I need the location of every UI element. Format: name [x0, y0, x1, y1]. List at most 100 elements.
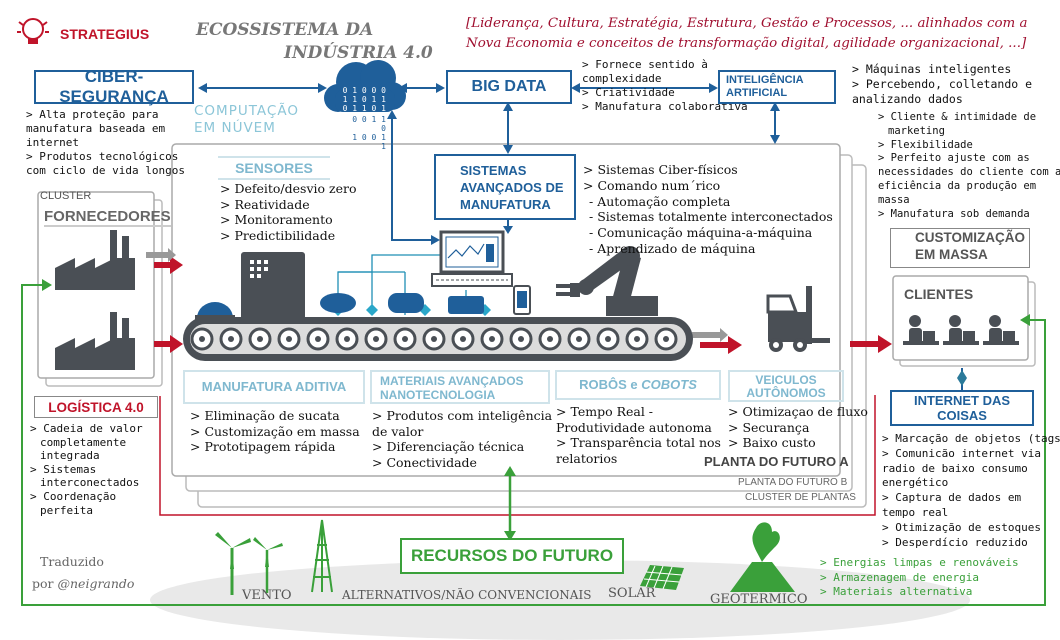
list-item: > Otimizaçao de fluxo: [728, 404, 868, 419]
list-item: > Máquinas inteligentes: [852, 62, 1012, 76]
logistica-label: LOGÍSTICA 4.0: [48, 400, 144, 415]
list-item: energético: [882, 476, 949, 490]
list-item: > Energias limpas e renováveis: [820, 556, 1019, 569]
big-data-label: BIG DATA: [471, 78, 547, 95]
tagline-line1: [Liderança, Cultura, Estratégia, Estrutu…: [466, 16, 1028, 31]
ciber-seguranca-list: > Alta proteção para manufatura baseada …: [26, 108, 185, 178]
veiculos-list: > Otimizaçao de fluxo > Securança > Baix…: [728, 404, 868, 451]
page-title-line2: INDÚSTRIA 4.0: [284, 43, 433, 63]
red-arrow-top-shaft: [154, 262, 172, 268]
credit-por: por: [32, 576, 54, 591]
list-item: > Coordenação: [30, 489, 117, 503]
customizacao-label-line1: CUSTOMIZAÇÃO: [915, 230, 1025, 245]
3d-printer-icon: [195, 252, 305, 322]
sam-label-line2: AVANÇADOS DE: [460, 179, 564, 195]
credit-line2: por @neigrando: [32, 576, 134, 591]
clientes-label: CLIENTES: [904, 286, 974, 302]
list-item: > Fornece sentido à: [582, 58, 708, 71]
robos-header: ROBÔS e COBOTS: [555, 370, 721, 400]
factory-icon-bottom: [55, 312, 135, 370]
list-item: > Conectividade: [372, 454, 477, 470]
conveyor-roller-hub: [257, 336, 263, 342]
factory-icon-top: [55, 230, 135, 290]
cluster-label: CLUSTER: [40, 190, 92, 202]
list-item: tempo real: [882, 505, 949, 519]
logistica-box: LOGÍSTICA 4.0: [34, 396, 158, 418]
veiculos-header: VEICULOS AUTÔNOMOS: [728, 370, 844, 402]
conveyor-roller-hub: [663, 336, 669, 342]
sam-label-line3: MANUFATURA: [460, 196, 551, 212]
list-item: de valor: [372, 423, 424, 439]
list-item: > Manufatura sob demanda: [878, 207, 1030, 220]
planta-a-label: PLANTA DO FUTURO A: [704, 454, 849, 469]
list-item: > Percebendo, colletando e: [852, 77, 1033, 91]
list-item: > Reatividade: [220, 196, 310, 212]
sam-label-line1: SISTEMAS: [460, 162, 527, 178]
list-item: > Cliente & intimidade de: [878, 111, 1037, 123]
list-item: relatorios: [556, 450, 618, 466]
list-item: - Sistemas totalmente interconectados: [589, 209, 833, 225]
ia-box: INTELIGÊNCIA ARTIFICIAL: [718, 70, 836, 104]
solar-panel-icon: [640, 565, 684, 590]
list-item: marketing: [888, 124, 945, 137]
list-item: > Sistemas: [30, 462, 97, 476]
lightbulb-icon: [17, 18, 49, 44]
arrow-cloud-monitor: [391, 112, 438, 241]
cloud-binary-drip: 0 0 1 1 0 1 0 0 1 1: [346, 115, 386, 151]
robos-list: > Tempo Real - Produtividade autonoma > …: [556, 404, 721, 466]
cluster-plantas-label: CLUSTER DE PLANTAS: [745, 492, 856, 503]
conveyor-roller-hub: [460, 336, 466, 342]
conveyor-roller-hub: [373, 336, 379, 342]
alternativos-label: ALTERNATIVOS/NÃO CONVENCIONAIS: [342, 588, 592, 602]
big-data-box: BIG DATA: [446, 70, 572, 104]
conveyor-roller-hub: [228, 336, 234, 342]
list-item: > Marcação de objetos (tags): [882, 432, 1060, 445]
credit-line1: Traduzido: [40, 554, 104, 569]
iot-label: INTERNET DAS COISAS: [913, 393, 1011, 423]
conveyor-roller-hub: [489, 336, 495, 342]
customizacao-label-line2: EM MASSA: [915, 247, 988, 262]
list-item: > Armazenagem de energia: [820, 570, 979, 584]
derrick-icon: [311, 519, 333, 593]
veiculos-label-line2: AUTÔNOMOS: [746, 386, 826, 400]
list-item: integrada: [40, 449, 100, 463]
recursos-green-list: > Energias limpas e renováveis > Armazen…: [820, 556, 1019, 600]
iot-box: INTERNET DAS COISAS: [890, 390, 1034, 426]
conveyor-roller-hub: [634, 336, 640, 342]
vento-label: VENTO: [242, 588, 292, 603]
list-item: > Perfeito ajuste com as: [878, 152, 1030, 165]
list-item: > Diferenciação técnica: [372, 439, 525, 454]
list-item: > Produtos com inteligência: [372, 408, 553, 423]
cloud-label-line2: EM NÚVEM: [194, 120, 276, 136]
sam-list: > Sistemas Ciber-físicos > Comando num´r…: [583, 162, 833, 257]
conveyor-rollers: [190, 327, 678, 351]
list-item: > Flexibilidade: [878, 138, 973, 151]
cloud-icon: [324, 60, 406, 112]
list-item: Produtividade autonoma: [556, 419, 712, 435]
red-arrow-mid-head: [170, 335, 183, 353]
ia-label-line1: INTELIGÊNCIA: [726, 74, 804, 86]
red-arrow-client-head: [878, 335, 892, 353]
materiais-label-line1: MATERIAIS AVANÇADOS: [380, 374, 524, 388]
customization-list: > Cliente & intimidade de marketing > Fl…: [878, 111, 1060, 221]
veiculos-label-line1: VEICULOS: [755, 373, 817, 387]
logistica-list: > Cadeia de valor completamente integrad…: [30, 422, 143, 517]
list-item: - Aprendizado de máquina: [589, 240, 756, 256]
iot-list: > Marcação de objetos (tags) > Comunicão…: [882, 432, 1060, 550]
credit-handle: @neigrando: [57, 576, 135, 591]
conveyor-roller-hub: [199, 336, 205, 342]
recursos-box: RECURSOS DO FUTURO: [400, 538, 624, 574]
green-loop-line: [21, 284, 1046, 606]
red-arrow-mid-shaft: [154, 341, 172, 347]
monitor-icon: [431, 230, 513, 287]
materiais-label-line2: NANOTECNOLOGIA: [380, 388, 496, 402]
list-item: > Desperdício reduzido: [882, 535, 1028, 549]
list-item: > Sistemas Ciber-físicos: [583, 162, 738, 177]
conveyor-roller-hub: [518, 336, 524, 342]
list-item: eficiência da produção em: [878, 179, 1037, 192]
conveyor-roller-hub: [431, 336, 437, 342]
list-item: > Transparência total nos: [556, 435, 721, 450]
list-item: > Comando num´rico: [583, 177, 721, 193]
binary-row: 0 1 0 0 0: [342, 86, 386, 95]
list-item: > Prototipagem rápida: [190, 439, 336, 454]
